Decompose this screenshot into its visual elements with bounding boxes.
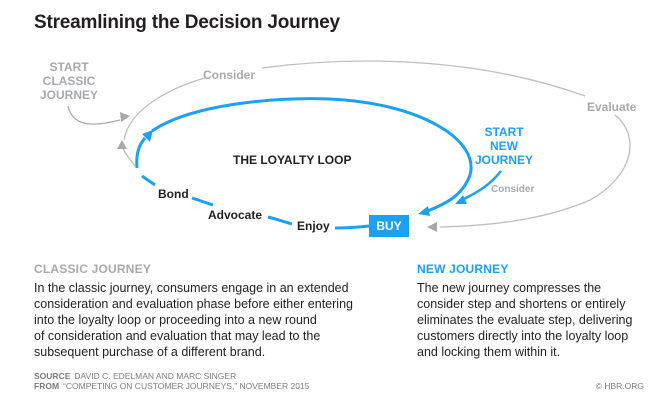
classic-journey-section: CLASSIC JOURNEY In the classic journey, … xyxy=(34,262,353,360)
step-bond: Bond xyxy=(158,187,189,201)
classic-loop-path-right xyxy=(439,114,631,228)
classic-loop-path xyxy=(123,77,206,141)
hbr-credit: © HBR.ORG xyxy=(595,381,644,391)
loyalty-loop-seg4 xyxy=(334,224,370,230)
step-advocate: Advocate xyxy=(208,208,263,222)
start-classic-arrow xyxy=(67,105,121,125)
start-new-arrow xyxy=(461,170,502,202)
loyalty-to-buy-arrowhead xyxy=(418,206,430,216)
classic-return-arrowhead xyxy=(117,140,127,149)
loyalty-loop-seg1 xyxy=(141,174,156,187)
from-text: “COMPETING ON CUSTOMER JOURNEYS,” NOVEMB… xyxy=(63,381,310,391)
loyalty-loop-bond-up xyxy=(135,137,147,169)
new-journey-heading: NEW JOURNEY xyxy=(417,262,509,276)
start-new-arrowhead xyxy=(455,195,467,204)
start-new-line-1: START xyxy=(484,125,524,139)
start-classic-line-2: CLASSIC xyxy=(42,74,96,88)
outer-evaluate-label: Evaluate xyxy=(587,100,637,114)
source-label: SOURCE xyxy=(34,371,71,381)
start-classic-line-1: START xyxy=(49,60,89,74)
source-text: DAVID C. EDELMAN AND MARC SINGER xyxy=(74,371,237,381)
start-new-line-2: NEW xyxy=(490,139,518,153)
start-classic-arrowhead xyxy=(120,112,130,122)
classic-journey-heading: CLASSIC JOURNEY xyxy=(34,262,152,276)
start-classic-line-3: JOURNEY xyxy=(40,88,99,102)
gray-buy-arrowhead xyxy=(427,222,437,232)
buy-box: BUY xyxy=(369,215,409,237)
classic-loop-path-top xyxy=(261,60,586,97)
step-enjoy: Enjoy xyxy=(297,219,330,233)
from-label: FROM xyxy=(34,381,60,391)
start-classic-journey-label: START CLASSIC JOURNEY xyxy=(40,60,98,102)
new-consider-label: Consider xyxy=(491,184,535,195)
loyalty-loop-title: THE LOYALTY LOOP xyxy=(233,153,352,167)
start-new-journey-label: START NEW JOURNEY xyxy=(475,125,533,167)
loyalty-loop-top xyxy=(151,97,473,214)
new-journey-text: The new journey compresses the consider … xyxy=(417,281,633,359)
loyalty-loop-arrowhead xyxy=(142,130,153,142)
loyalty-loop-seg2 xyxy=(191,196,214,207)
loyalty-loop-seg3 xyxy=(267,215,293,226)
start-new-line-3: JOURNEY xyxy=(475,153,534,167)
outer-consider-label: Consider xyxy=(203,68,256,82)
page-title: Streamlining the Decision Journey xyxy=(34,12,340,33)
classic-journey-text: In the classic journey, consumers engage… xyxy=(34,281,353,359)
new-journey-section: NEW JOURNEY The new journey compresses t… xyxy=(417,262,632,360)
